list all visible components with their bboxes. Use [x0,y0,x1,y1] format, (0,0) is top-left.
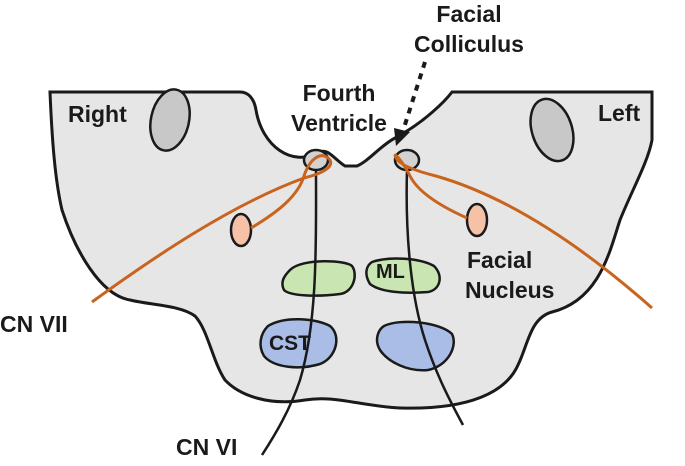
facial-colliculus-pointer-arrowhead [394,128,410,146]
right-facial-nucleus [229,212,253,248]
left-cerebellar-peduncle [529,97,575,163]
left-side-label: Left [598,100,641,126]
cn-vi-label: CN VI [176,434,237,460]
facial-colliculus-label-line-2: Colliculus [414,31,524,57]
left-facial-nucleus [465,202,489,238]
right-cerebellar-peduncle [149,88,191,152]
right-facial-nerve-fiber [91,154,333,304]
fourth-ventricle-label-line-1: Fourth [303,80,376,106]
right-abducens-nerve-fiber [260,169,318,456]
left-medial-lemniscus [365,257,441,294]
facial-nucleus-label-line-1: Facial [467,247,532,273]
right-medial-lemniscus [281,259,356,297]
cn-vii-label: CN VII [0,311,68,337]
medial-lemniscus-label: ML [376,261,405,283]
left-facial-nerve-fiber [393,153,653,310]
facial-colliculus-pointer-line [400,61,427,135]
facial-colliculus-label-line-1: Facial [436,1,501,27]
left-corticospinal-tract [375,320,455,372]
facial-nucleus-label-line-2: Nucleus [465,277,554,303]
right-side-label: Right [68,101,127,127]
left-abducens-nerve-fiber [405,169,465,426]
corticospinal-tract-label: CST [269,332,311,355]
pons-outline [48,90,654,410]
fourth-ventricle-label-line-2: Ventricle [291,110,387,136]
right-corticospinal-tract [259,318,338,369]
